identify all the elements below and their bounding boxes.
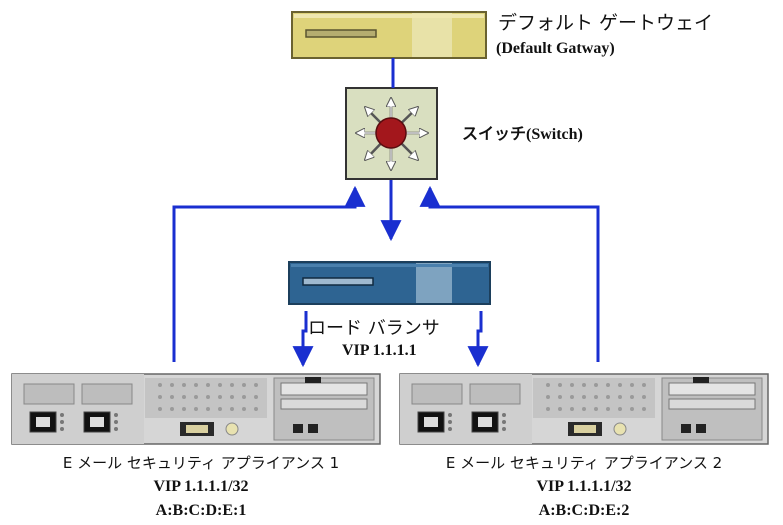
loadbalancer-to-appliance1-arrow	[292, 311, 314, 368]
appliance-1-vip: VIP 1.1.1.1/32	[153, 478, 249, 495]
appliance-2-vip: VIP 1.1.1.1/32	[536, 478, 632, 495]
appliance-device-1	[11, 373, 381, 445]
loadbalancer-to-appliance2-arrow	[467, 311, 489, 368]
appliance-device-2	[399, 373, 769, 445]
appliance-1-name: E メール セキュリティ アプライアンス 1	[62, 454, 340, 472]
appliance-2-mac: A:B:C:D:E:2	[538, 502, 630, 519]
appliance2-to-switch-arrow	[419, 185, 600, 362]
gateway-label-jp: デフォルト ゲートウェイ	[498, 12, 714, 34]
appliance-2-name: E メール セキュリティ アプライアンス 2	[445, 454, 723, 472]
appliance-1-mac: A:B:C:D:E:1	[155, 502, 247, 519]
gateway-label-en: (Default Gatway)	[496, 40, 615, 57]
switch-label: スイッチ(Switch)	[462, 126, 583, 143]
load-balancer-device	[288, 261, 491, 305]
load-balancer-label-jp: ロード バランサ	[308, 318, 440, 339]
appliance1-to-switch-arrow	[172, 185, 366, 362]
load-balancer-vip: VIP 1.1.1.1	[342, 342, 417, 359]
gateway-device	[291, 11, 487, 59]
switch-device	[345, 87, 438, 180]
